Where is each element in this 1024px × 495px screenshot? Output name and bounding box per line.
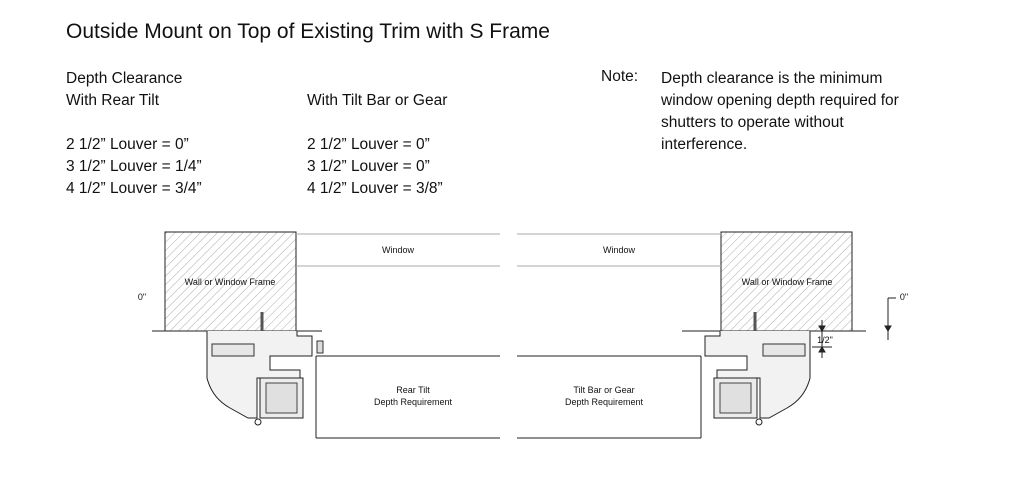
right-shutter-stile-inner <box>719 382 752 414</box>
rear-depth-label-line1: Rear Tilt <box>396 385 430 395</box>
left-wall-label: Wall or Window Frame <box>185 277 276 287</box>
left-hinge-pin <box>254 418 262 426</box>
right-zero-arrow <box>884 325 892 332</box>
left-shutter-stile-inner <box>265 382 298 414</box>
rear-depth-label-line2: Depth Requirement <box>374 397 453 407</box>
gear-depth-label-line1: Tilt Bar or Gear <box>573 385 634 395</box>
note-text: Depth clearance is the minimum window op… <box>661 70 899 153</box>
rear-tilt-row: 4 1/2” Louver = 3/4” <box>66 180 202 197</box>
tilt-bar-row: 2 1/2” Louver = 0” <box>307 136 430 153</box>
page-title: Outside Mount on Top of Existing Trim wi… <box>66 20 550 43</box>
left-wall-frame <box>164 231 297 332</box>
rear-tilt-row: 2 1/2” Louver = 0” <box>66 136 189 153</box>
half-inch-arrow-top <box>818 325 826 332</box>
half-inch-arrow-bottom <box>818 346 826 353</box>
rear-tilt-heading-line2: With Rear Tilt <box>66 92 160 109</box>
right-wall-frame <box>720 231 853 332</box>
left-frame-channel <box>211 343 255 357</box>
right-hinge-pin <box>755 418 763 426</box>
right-window-label: Window <box>603 245 636 255</box>
left-window-label: Window <box>382 245 415 255</box>
right-zero-label: 0" <box>900 292 908 302</box>
rear-tilt-heading-line1: Depth Clearance <box>66 70 183 87</box>
tilt-bar-row: 4 1/2” Louver = 3/8” <box>307 180 443 197</box>
tilt-bar-clearance-column: With Tilt Bar or Gear 2 1/2” Louver = 0”… <box>307 90 447 200</box>
tilt-bar-heading: With Tilt Bar or Gear <box>307 92 448 109</box>
tilt-bar-row: 3 1/2” Louver = 0” <box>307 158 430 175</box>
gear-depth-label-line2: Depth Requirement <box>565 397 644 407</box>
half-inch-label: 1/2" <box>817 335 833 345</box>
left-magnet <box>316 340 324 354</box>
right-frame-channel <box>762 343 806 357</box>
rear-tilt-row: 3 1/2” Louver = 1/4” <box>66 158 202 175</box>
note-label: Note: <box>601 68 639 85</box>
right-wall-label: Wall or Window Frame <box>742 277 833 287</box>
rear-tilt-clearance-column: Depth Clearance With Rear Tilt 2 1/2” Lo… <box>66 68 202 200</box>
left-zero-label: 0" <box>138 292 146 302</box>
